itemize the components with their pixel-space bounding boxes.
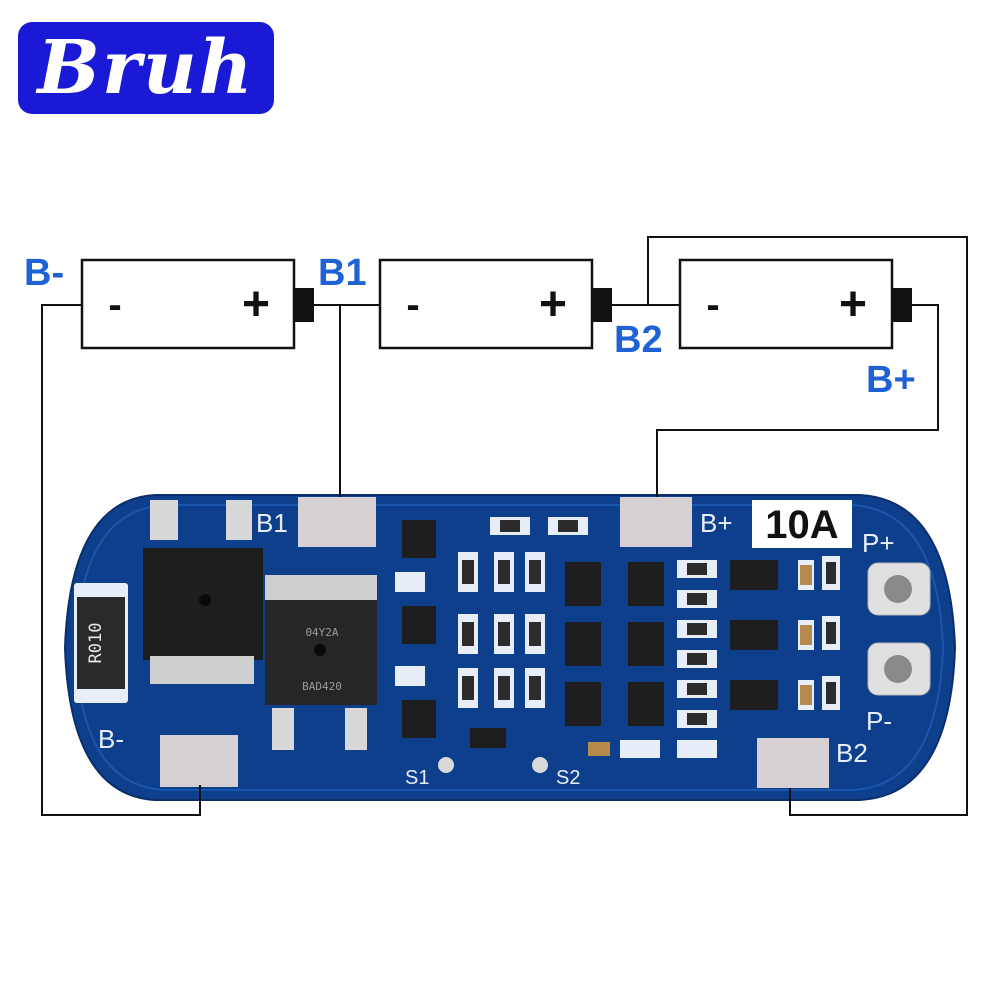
pad-b2 <box>757 738 829 788</box>
mosfet-marking-2: BAD420 <box>302 680 342 693</box>
wire-b2-tap <box>647 236 968 816</box>
mosfet-2: 04Y2A BAD420 <box>265 575 377 750</box>
pcb-board: R010 04Y2A BAD420 <box>63 494 957 801</box>
cell-1-plus: + <box>242 278 270 331</box>
pad-b1 <box>298 497 376 547</box>
logo-badge: Bruh <box>18 22 274 114</box>
cell-1-minus: - <box>108 283 121 327</box>
label-b-minus: B- <box>24 252 64 294</box>
battery-cell-3: - + <box>678 258 912 350</box>
silk-p-minus: P- <box>866 706 892 736</box>
silk-b-minus: B- <box>98 724 124 754</box>
logo-text: Bruh <box>37 25 255 111</box>
shunt-label: R010 <box>86 623 106 664</box>
cell-3-plus: + <box>839 278 867 331</box>
silk-b2: B2 <box>836 738 868 768</box>
mosfet-marking-1: 04Y2A <box>305 626 338 639</box>
component-smd <box>395 517 840 758</box>
cell-3-minus: - <box>706 283 719 327</box>
label-b2: B2 <box>614 319 663 361</box>
pad-b-plus <box>620 497 692 547</box>
battery-cell-2: - + <box>378 258 612 350</box>
test-point-s2 <box>532 757 548 773</box>
wires <box>41 236 968 816</box>
silk-s1: S1 <box>405 767 429 789</box>
p-plus-pad <box>867 562 931 616</box>
silk-b1: B1 <box>256 508 288 538</box>
label-b1: B1 <box>318 252 367 294</box>
silk-p-plus: P+ <box>862 528 895 558</box>
pad-b-minus <box>160 735 238 787</box>
test-point-s1 <box>438 757 454 773</box>
wire-b-plus <box>656 304 939 497</box>
cell-2-minus: - <box>406 283 419 327</box>
component-ic-small <box>402 520 778 748</box>
battery-cell-1: - + <box>80 258 314 350</box>
label-b-plus: B+ <box>866 359 916 401</box>
mosfet-1 <box>143 500 263 684</box>
cell-2-plus: + <box>539 278 567 331</box>
current-rating-box <box>752 500 852 548</box>
silk-b-plus: B+ <box>700 508 733 538</box>
shunt-resistor: R010 <box>74 583 128 703</box>
wire-b-minus <box>41 304 201 816</box>
current-rating: 10A <box>765 503 838 547</box>
silk-s2: S2 <box>556 767 580 789</box>
p-minus-pad <box>867 642 931 696</box>
